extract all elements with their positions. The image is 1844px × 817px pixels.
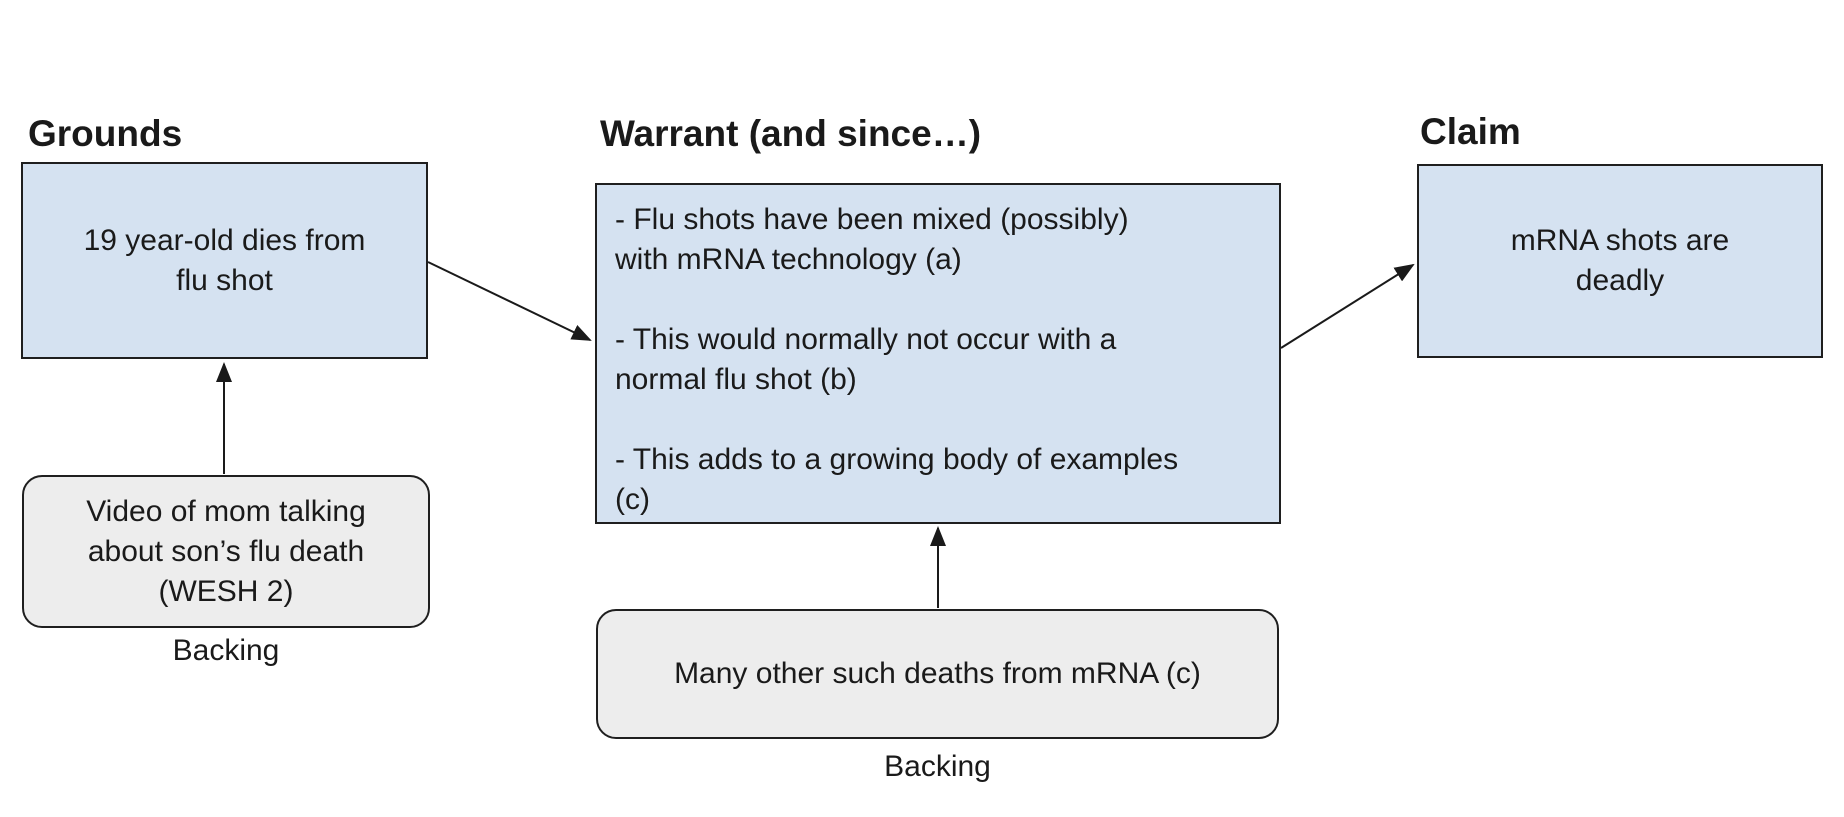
backing-warrant-caption: Backing xyxy=(884,750,991,783)
claim-text: mRNA shots are deadly xyxy=(1510,224,1730,297)
backing-warrant-node: Many other such deaths from mRNA (c) xyxy=(596,609,1279,739)
warrant-node: - Flu shots have been mixed (possibly) w… xyxy=(595,183,1281,524)
grounds-node: 19 year-old dies from flu shot xyxy=(21,162,428,359)
claim-node: mRNA shots are deadly xyxy=(1417,164,1823,358)
arrow-warrant-to-claim xyxy=(1280,263,1415,349)
warrant-heading: Warrant (and since…) xyxy=(600,113,982,154)
backing-grounds-node: Video of mom talking about son’s flu dea… xyxy=(22,475,430,628)
backing-grounds-text: Video of mom talking about son’s flu dea… xyxy=(86,494,366,608)
backing-grounds-caption: Backing xyxy=(172,634,280,667)
grounds-text: 19 year-old dies from flu shot xyxy=(83,223,366,297)
grounds-heading: Grounds xyxy=(28,113,183,154)
arrow-grounds-to-warrant xyxy=(427,261,592,341)
warrant-text: - Flu shots have been mixed (possibly) w… xyxy=(615,203,1179,516)
claim-heading: Claim xyxy=(1420,111,1521,152)
backing-warrant-text: Many other such deaths from mRNA (c) xyxy=(674,657,1201,690)
